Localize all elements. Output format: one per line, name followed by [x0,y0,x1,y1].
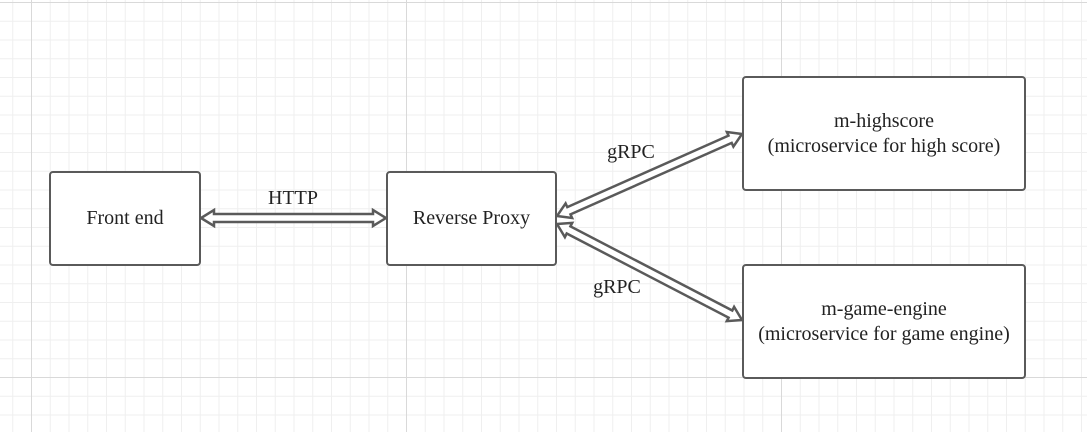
node-m-highscore-subtitle: (microservice for high score) [767,134,1001,157]
node-m-game-engine[interactable]: m-game-engine (microservice for game eng… [742,264,1026,379]
edge-label-grpc-engine: gRPC [593,276,641,298]
edge-proxy-engine[interactable] [554,221,745,323]
edge-label-grpc-highscore: gRPC [607,141,655,163]
node-m-game-engine-title: m-game-engine [821,297,947,320]
node-m-highscore-title: m-highscore [834,109,934,132]
edge-frontend-proxy[interactable] [198,207,389,229]
node-reverse-proxy[interactable]: Reverse Proxy [386,171,557,266]
node-front-end-label: Front end [86,207,164,229]
node-front-end[interactable]: Front end [49,171,201,266]
node-m-game-engine-subtitle: (microservice for game engine) [758,322,1010,345]
edge-label-http: HTTP [268,187,318,209]
node-m-highscore[interactable]: m-highscore (microservice for high score… [742,76,1026,191]
node-reverse-proxy-label: Reverse Proxy [412,207,531,229]
